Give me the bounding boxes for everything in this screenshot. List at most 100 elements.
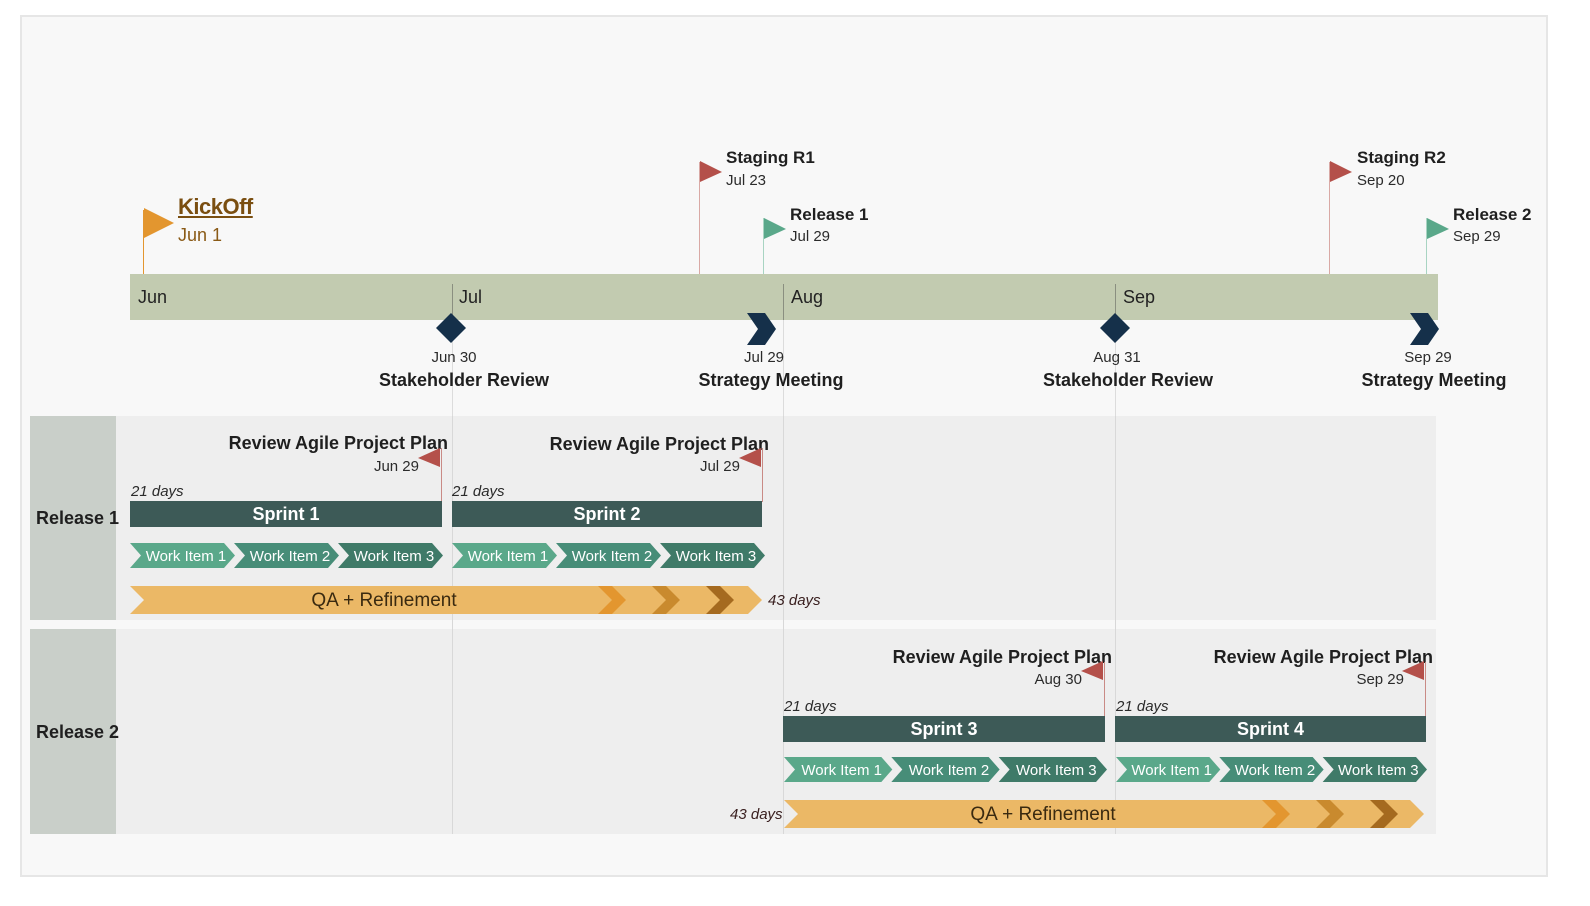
swimlane-label: Release 2 [30,629,119,834]
staging-r1-date: Jul 23 [726,172,767,189]
event-4-date: Sep 29 [1404,349,1452,366]
chevron-icon [747,313,776,345]
sprint-2-review-pole [762,448,763,502]
sprint-1-review-title: Review Agile Project Plan [228,433,448,453]
work-item-label: Work Item 1 [468,548,549,565]
review-flag-icon [1081,661,1103,680]
work-item-label: Work Item 2 [1235,762,1316,779]
diamond-icon [436,313,466,343]
work-item-chevron [784,757,893,782]
staging-r2-title: Staging R2 [1357,148,1446,167]
month-label-aug: Aug [791,287,824,307]
sprint-4-bar: Sprint 4 [1115,716,1426,742]
qa-progress-chevron [1370,800,1398,828]
event-2-title: Strategy Meeting [698,370,844,390]
sprint-4-duration: 21 days [1116,698,1169,715]
month-tick-aug [783,284,784,320]
work-item-chevron [130,543,235,568]
work-item-chevron [998,757,1107,782]
staging-r2-flag-icon [1330,161,1352,182]
qa-2-duration: 43 days [730,806,783,823]
qa-bar [784,800,1424,828]
work-item-label: Work Item 1 [146,548,227,565]
qa-label: QA + Refinement [311,590,457,611]
work-item-chevron [660,543,765,568]
work-item-label: Work Item 2 [572,548,653,565]
event-3-date: Aug 31 [1093,349,1141,366]
release-1-title: Release 1 [790,205,869,224]
kickoff-flag-icon [144,208,174,238]
sprint-1-review-date: Jun 29 [373,458,419,475]
work-item-label: Work Item 1 [801,762,882,779]
qa-progress-chevron [1262,800,1290,828]
event-1-date: Jun 30 [431,349,477,366]
kickoff-pole [143,210,144,274]
work-item-chevron [1322,757,1427,782]
staging-r1-flag-icon [700,161,722,182]
work-item-chevron [1219,757,1324,782]
work-item-label: Work Item 3 [354,548,435,565]
work-item-chevron [556,543,661,568]
work-item-chevron [338,543,443,568]
sprint-3-review-date: Aug 30 [1034,671,1082,688]
review-flag-icon [1402,661,1424,680]
review-flag-icon [739,448,761,467]
gridline-sep-lane [1115,416,1116,834]
kickoff-title: KickOff [178,194,253,219]
sprint-3-duration: 21 days [784,698,837,715]
work-item-label: Work Item 2 [909,762,990,779]
sprint-2-bar: Sprint 2 [452,501,762,527]
month-label-jul: Jul [459,287,483,307]
work-item-label: Work Item 3 [676,548,757,565]
kickoff-date: Jun 1 [178,225,223,245]
diamond-icon [1100,313,1130,343]
work-item-chevron [452,543,557,568]
chevron-icon [1410,313,1439,345]
work-item-label: Work Item 1 [1131,762,1212,779]
release-1-pole [763,218,764,274]
event-1-title: Stakeholder Review [378,370,550,390]
sprint-1-duration: 21 days [131,483,184,500]
release-1-flag-icon [764,218,786,239]
sprint-3-review-title: Review Agile Project Plan [892,647,1112,667]
sprint-2-duration: 21 days [452,483,505,500]
month-label-jun: Jun [138,287,168,307]
sprint-2-review-title: Review Agile Project Plan [549,434,769,454]
sprint-1-bar: Sprint 1 [130,501,442,527]
work-item-chevron [1116,757,1221,782]
release-2-flag-icon [1427,218,1449,239]
work-item-chevron [891,757,1000,782]
staging-r2-pole [1329,162,1330,274]
month-tick-sep [1115,284,1116,320]
event-3-title: Stakeholder Review [1042,370,1214,390]
sprint-3-review-pole [1104,662,1105,716]
sprint-4-review-date: Sep 29 [1356,671,1404,688]
release-2-pole [1426,218,1427,274]
staging-r1-pole [699,162,700,274]
sprint-1-review-pole [441,448,442,502]
month-label-sep: Sep [1123,287,1156,307]
gridline-aug-lane [783,416,784,834]
work-item-label: Work Item 2 [250,548,331,565]
qa-bar [130,586,762,614]
release-2-date: Sep 29 [1453,228,1501,245]
qa-progress-chevron [598,586,626,614]
review-flag-icon [418,448,440,467]
work-item-label: Work Item 3 [1338,762,1419,779]
qa-progress-chevron [652,586,680,614]
month-tick-jul [452,284,453,320]
qa-progress-chevron [1316,800,1344,828]
swimlane-label: Release 1 [30,416,119,620]
sprint-4-review-pole [1425,662,1426,716]
release-2-title: Release 2 [1453,205,1532,224]
sprint-2-review-date: Jul 29 [699,458,740,475]
event-4-title: Strategy Meeting [1361,370,1507,390]
qa-1-duration: 43 days [768,592,821,609]
qa-label: QA + Refinement [970,804,1116,825]
work-item-chevron [234,543,339,568]
staging-r2-date: Sep 20 [1357,172,1405,189]
work-item-label: Work Item 3 [1016,762,1097,779]
sprint-4-review-title: Review Agile Project Plan [1213,647,1433,667]
event-2-date: Jul 29 [743,349,785,366]
